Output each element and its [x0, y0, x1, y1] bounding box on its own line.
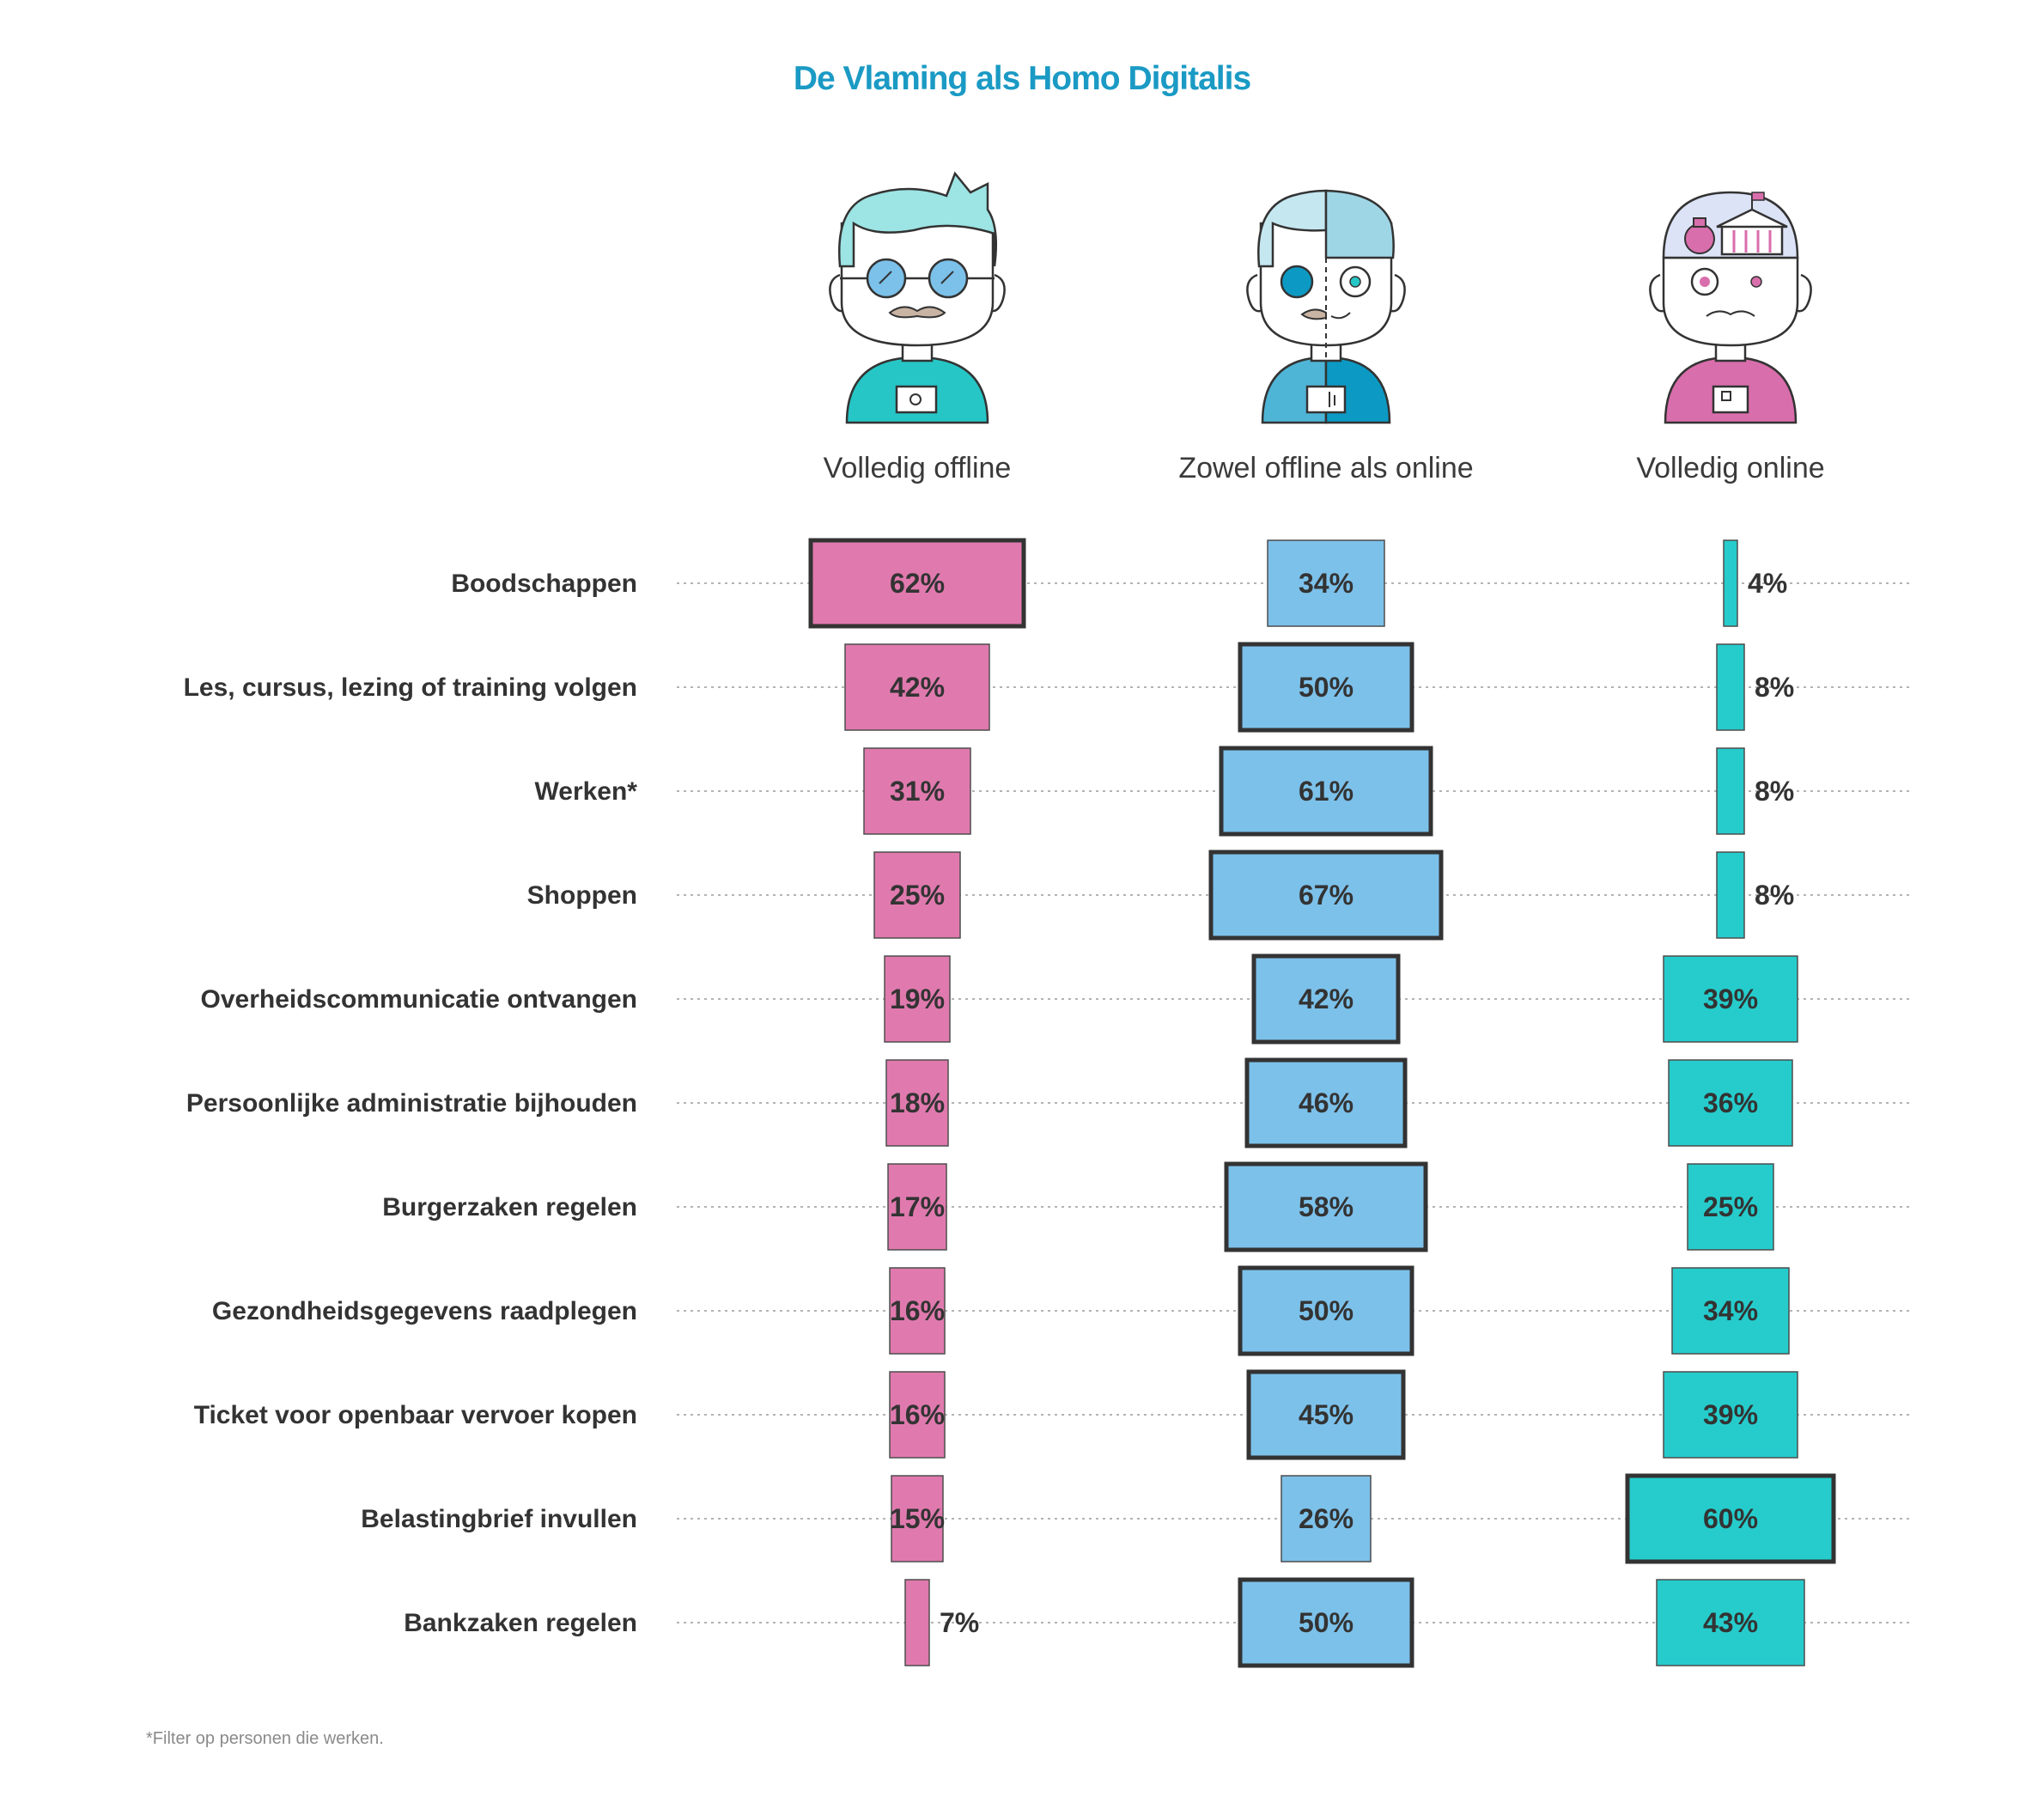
bar-mixed	[1208, 850, 1444, 941]
bar-mixed	[1267, 539, 1385, 627]
category-label: Persoonlijke administratie bijhouden	[186, 1089, 637, 1118]
value-label-online: 34%	[1703, 1295, 1758, 1326]
value-label-online: 36%	[1703, 1087, 1758, 1118]
bar-online	[1687, 1163, 1774, 1251]
category-label: Bankzaken regelen	[404, 1609, 637, 1637]
bar-offline	[873, 851, 961, 939]
half-offline-half-online-person-icon	[1246, 189, 1406, 424]
chart-row: Boodschappen 62% 34% 4%	[451, 538, 1913, 629]
chart-row: Burgerzaken regelen 17% 58% 25%	[382, 1161, 1913, 1252]
value-label-offline: 18%	[890, 1087, 945, 1118]
bar-mixed	[1219, 746, 1433, 837]
footnote: *Filter op personen die werken.	[146, 1729, 384, 1748]
bar-mixed	[1281, 1475, 1372, 1562]
value-label-mixed: 46%	[1299, 1087, 1354, 1118]
value-label-mixed: 67%	[1299, 880, 1354, 911]
chart-row: Persoonlijke administratie bijhouden 18% 4…	[186, 1057, 1913, 1148]
value-label-offline: 19%	[890, 984, 945, 1014]
value-label-mixed: 50%	[1299, 1295, 1354, 1326]
offline-person-icon	[829, 171, 1006, 424]
chart-row: Werken* 31% 61% 8%	[534, 746, 1913, 837]
bar-offline	[887, 1163, 947, 1251]
value-label-online: 25%	[1703, 1191, 1758, 1222]
value-label-mixed: 50%	[1299, 1607, 1354, 1638]
bar-mixed	[1238, 1265, 1414, 1356]
chart-row: Gezondheidsgegevens raadplegen 16% 50% 34%	[212, 1265, 1913, 1356]
category-label: Burgerzaken regelen	[382, 1193, 637, 1221]
bar-mixed	[1244, 1057, 1408, 1148]
value-label-online: 4%	[1748, 568, 1787, 599]
online-person-icon	[1649, 191, 1812, 424]
column-label-offline: Volledig offline	[824, 452, 1012, 484]
column-label-mixed: Zowel offline als online	[1178, 452, 1473, 484]
bar-online	[1668, 1059, 1793, 1147]
bar-offline	[885, 1059, 949, 1147]
chart-row: Shoppen 25% 67% 8%	[527, 850, 1913, 941]
category-label: Ticket voor openbaar vervoer kopen	[194, 1401, 637, 1429]
bar-offline	[808, 538, 1026, 629]
value-label-offline: 17%	[890, 1191, 945, 1222]
bar-offline	[863, 747, 971, 835]
category-label: Overheidscommunicatie ontvangen	[201, 985, 637, 1014]
bar-mixed	[1251, 953, 1401, 1045]
bar-offline	[891, 1475, 944, 1562]
value-label-online: 8%	[1755, 776, 1794, 807]
value-label-mixed: 58%	[1299, 1191, 1354, 1222]
category-label: Boodschappen	[451, 570, 637, 598]
chart-title: De Vlaming als Homo Digitalis	[794, 60, 1251, 97]
chart-row: Bankzaken regelen 7% 50% 43%	[404, 1577, 1913, 1668]
column-label-online: Volledig online	[1636, 452, 1824, 484]
value-label-offline: 16%	[890, 1399, 945, 1430]
category-label: Gezondheidsgegevens raadplegen	[212, 1297, 637, 1325]
bar-online	[1656, 1579, 1805, 1666]
chart-row: Ticket voor openbaar vervoer kopen 16% 45%…	[194, 1369, 1913, 1460]
bar-online	[1723, 539, 1738, 627]
bar-online	[1663, 955, 1798, 1043]
value-label-offline: 31%	[890, 776, 945, 807]
chart-row: Overheidscommunicatie ontvangen 19% 42% 39%	[201, 953, 1913, 1045]
category-label: Belastingbrief invullen	[361, 1505, 637, 1533]
value-label-offline: 62%	[890, 568, 945, 599]
value-label-mixed: 42%	[1299, 984, 1354, 1014]
value-label-offline: 15%	[890, 1503, 945, 1534]
category-label: Shoppen	[527, 881, 637, 910]
bar-offline	[844, 643, 990, 731]
bar-online	[1663, 1371, 1798, 1459]
value-label-mixed: 61%	[1299, 776, 1354, 807]
bar-online	[1716, 643, 1745, 731]
value-label-online: 8%	[1755, 672, 1794, 703]
value-label-mixed: 26%	[1299, 1503, 1354, 1534]
value-label-mixed: 34%	[1299, 568, 1354, 599]
chart-row: Belastingbrief invullen 15% 26% 60%	[361, 1473, 1913, 1564]
value-label-mixed: 45%	[1299, 1399, 1354, 1430]
value-label-online: 39%	[1703, 1399, 1758, 1430]
value-label-offline: 42%	[890, 672, 945, 703]
bar-offline	[889, 1371, 946, 1459]
bar-online	[1671, 1267, 1790, 1355]
bar-offline	[904, 1579, 930, 1666]
value-label-online: 60%	[1703, 1503, 1758, 1534]
value-label-online: 8%	[1755, 880, 1794, 911]
value-label-offline: 16%	[890, 1295, 945, 1326]
bar-online	[1625, 1473, 1836, 1564]
category-label: Les, cursus, lezing of training volgen	[184, 673, 637, 702]
bar-mixed	[1238, 642, 1414, 733]
chart-row: Les, cursus, lezing of training volgen 42…	[184, 642, 1913, 733]
bar-offline	[884, 955, 951, 1043]
bar-mixed	[1224, 1161, 1428, 1252]
bar-online	[1716, 851, 1745, 939]
value-label-mixed: 50%	[1299, 672, 1354, 703]
value-label-offline: 25%	[890, 880, 945, 911]
value-label-online: 39%	[1703, 984, 1758, 1014]
value-label-offline: 7%	[940, 1607, 979, 1638]
value-label-online: 43%	[1703, 1607, 1758, 1638]
category-label: Werken*	[534, 777, 637, 806]
bar-offline	[889, 1267, 946, 1355]
chart-rows: Boodschappen 62% 34% 4% Les, cursus, lezing …	[184, 538, 1913, 1668]
bar-online	[1716, 747, 1745, 835]
bar-mixed	[1238, 1577, 1414, 1668]
bar-mixed	[1246, 1369, 1406, 1460]
